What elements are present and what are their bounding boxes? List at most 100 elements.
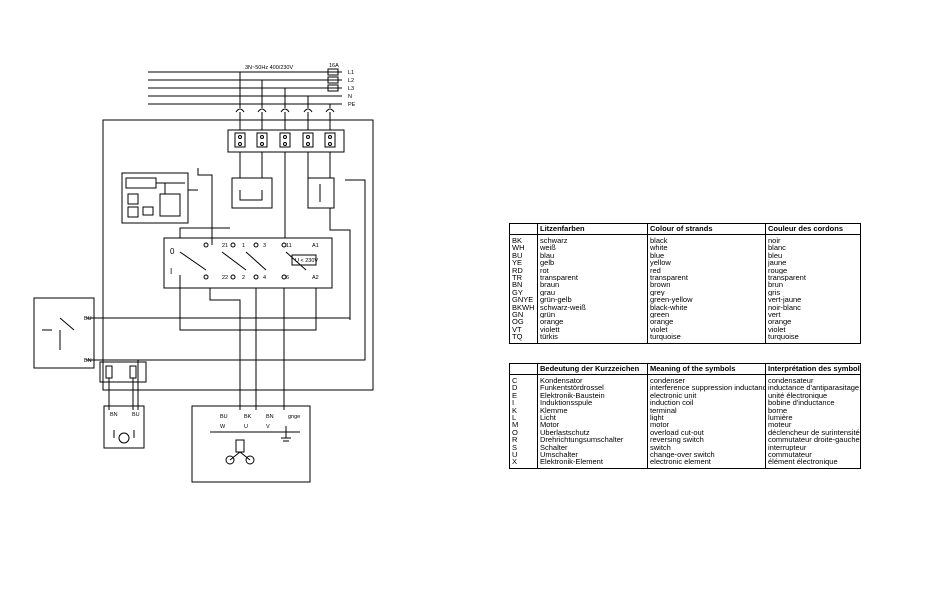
colour-table-cell: transparent [647, 274, 766, 282]
lamp-label-bn: BN [110, 412, 118, 418]
colour-table-cell: GY [512, 288, 523, 297]
colour-table-cell: türkis [537, 333, 648, 344]
symbol-table-cell: Funkentstördrossel [537, 384, 648, 392]
symbol-table-header-cell: Bedeutung der Kurzzeichen [537, 363, 648, 375]
symbol-table-cell: X [512, 458, 518, 467]
symbol-table-cell: Elektronik-Baustein [537, 391, 648, 400]
switch-position-0: 0 [170, 247, 175, 256]
symbol-table-cell: condensateur [765, 374, 861, 385]
line-label-l3: L3 [348, 86, 354, 92]
colour-table-header-cell: Couleur des cordons [765, 223, 861, 235]
symbol-table-cell: U [512, 451, 518, 459]
motor-label-bn: BN [266, 414, 274, 420]
colour-table-cell: GN [512, 311, 524, 319]
contact-label-4: 4 [263, 275, 266, 281]
contact-label-11: 11 [286, 243, 292, 249]
symbol-table-cell: Klemme [537, 406, 648, 415]
symbol-table-cell: M [512, 421, 519, 429]
colour-table-cell: grau [537, 288, 648, 297]
colour-table-cell: gelb [537, 259, 648, 267]
colour-table-cell: weiß [537, 244, 648, 252]
colour-table-cell: vert-jaune [765, 296, 861, 304]
fuse-block [327, 68, 339, 92]
motor-label-u: U [244, 424, 248, 430]
symbol-table-cell: déclencheur de surintensité [765, 428, 861, 437]
contact-label-1: 1 [242, 243, 245, 249]
colour-table-header-cell [509, 223, 538, 235]
colour-table-cell: transparent [537, 274, 648, 282]
colour-table-cell: GNYE [512, 296, 534, 304]
colour-table-cell: orange [765, 318, 861, 326]
symbol-table-cell: L [512, 414, 517, 422]
motor-label-bk: BK [244, 414, 252, 420]
symbol-table-cell: R [512, 436, 518, 444]
contact-label-22: 22 [222, 275, 228, 281]
symbol-table-cell: E [512, 391, 518, 400]
symbol-table-cell: electronic element [647, 458, 766, 469]
colour-table-cell: VT [512, 325, 522, 334]
colour-table-cell: rot [537, 266, 648, 275]
colour-table-cell: green [647, 311, 766, 319]
contact-label-a2: A2 [312, 275, 319, 281]
colour-table-cell: BU [512, 251, 523, 260]
overload-cutout [231, 177, 335, 209]
colour-table-cell: turquoise [765, 333, 861, 344]
symbol-table-cell: Motor [537, 421, 648, 429]
colour-table-cell: grün [537, 311, 648, 319]
cable-connectors [99, 361, 147, 410]
side-switch [33, 297, 95, 369]
symbol-table-cell: interference suppression inductance [647, 384, 766, 392]
symbol-table-cell: C [512, 376, 518, 385]
contact-label-6: 6 [286, 275, 289, 281]
colour-table-cell: schwarz [537, 234, 648, 245]
line-label-l1: L1 [348, 70, 354, 76]
fuse-label: 16A [329, 63, 339, 69]
colour-table-cell: BKWH [512, 303, 535, 312]
motor-label-bu: BU [220, 414, 228, 420]
internal-wiring [86, 168, 366, 410]
colour-table-cell: black-white [647, 303, 766, 312]
symbol-table-header-cell [509, 363, 538, 375]
symbol-table-cell: D [512, 384, 518, 392]
colour-table-cell: grün-gelb [537, 296, 648, 304]
colour-table-cell: turquoise [647, 333, 766, 344]
colour-table-cell: violett [537, 325, 648, 334]
colour-table-cell: blanc [765, 244, 861, 252]
colour-table-cell: orange [647, 318, 766, 326]
symbol-table-cell: Elektronik-Element [537, 458, 648, 469]
symbol-table-cell: reversing switch [647, 436, 766, 444]
symbol-table-cell: élément électronique [765, 458, 861, 469]
colour-table-cell: transparent [765, 274, 861, 282]
symbol-table-header-cell: Meaning of the symbols [647, 363, 766, 375]
contact-label-21: 21 [222, 243, 228, 249]
colour-table-cell: BN [512, 281, 523, 289]
symbol-table-cell: lumière [765, 414, 861, 422]
colour-table-cell: BK [512, 236, 523, 245]
symbol-table-cell: inductance d'antiparasitage [765, 384, 861, 392]
symbol-table-cell: commutateur [765, 451, 861, 459]
symbol-table-cell: electronic unit [647, 391, 766, 400]
colour-table-cell: orange [537, 318, 648, 326]
symbol-table-cell: Kondensator [537, 374, 648, 385]
colour-table-cell: green-yellow [647, 296, 766, 304]
symbol-table-cell: bobine d'inductance [765, 399, 861, 407]
colour-table-cell: black [647, 234, 766, 245]
symbol-table-cell: S [512, 443, 518, 452]
symbol-table-header-cell: Interprétation des symboles [765, 363, 861, 375]
